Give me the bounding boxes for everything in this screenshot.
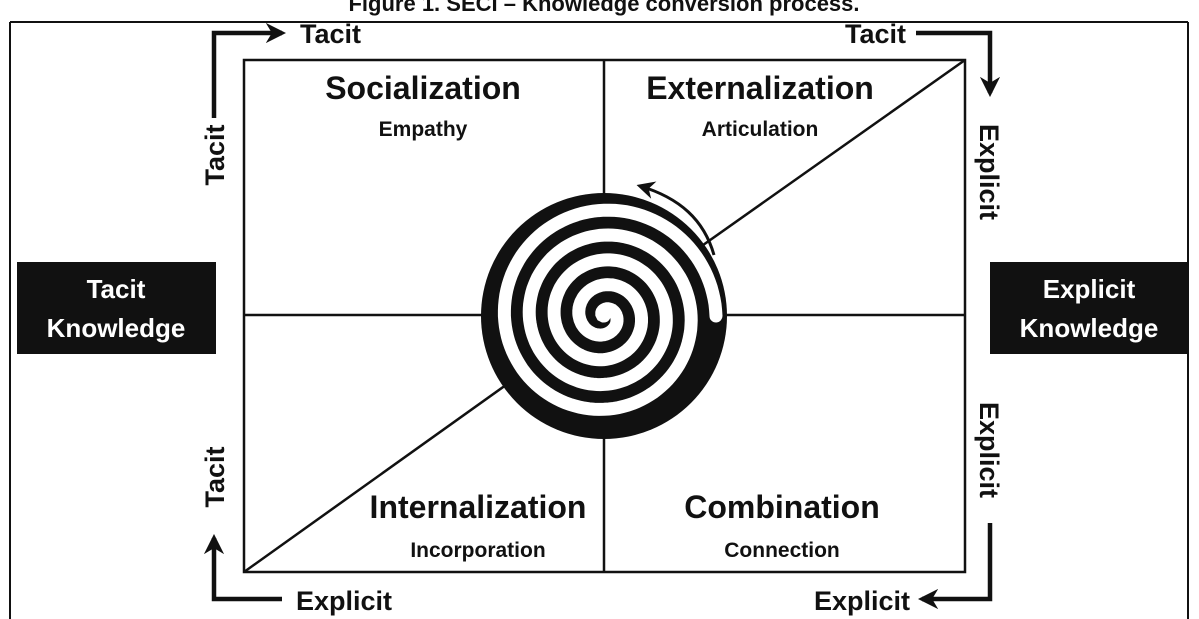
externalization-subtitle: Articulation [702, 118, 819, 141]
internalization-subtitle: Incorporation [410, 539, 545, 562]
top-left-arrow [211, 22, 287, 118]
bottom-right-arrow [917, 523, 993, 610]
explicit-knowledge-label-line1: Explicit [1043, 274, 1136, 304]
socialization-subtitle: Empathy [379, 118, 468, 141]
combination-subtitle: Connection [724, 539, 840, 562]
bottom-left-label: Explicit [296, 586, 392, 616]
bottom-right-label: Explicit [814, 586, 910, 616]
tacit-knowledge-box [17, 262, 216, 354]
spiral-icon [497, 203, 723, 416]
explicit-knowledge-label-line2: Knowledge [1020, 313, 1159, 343]
bottom-left-arrow [203, 533, 282, 602]
left-top-label: Tacit [200, 124, 230, 185]
figure-title: Figure 1. SECI – Knowledge conversion pr… [348, 0, 859, 16]
top-right-arrow [916, 30, 1001, 98]
internalization-title: Internalization [370, 489, 587, 525]
socialization-title: Socialization [325, 70, 521, 106]
combination-title: Combination [684, 489, 880, 525]
spiral-arrow [636, 181, 716, 256]
right-bottom-label: Explicit [974, 402, 1004, 498]
top-right-label: Tacit [845, 19, 906, 49]
externalization-title: Externalization [646, 70, 874, 106]
top-left-label: Tacit [300, 19, 361, 49]
right-top-label: Explicit [974, 124, 1004, 220]
left-bottom-label: Tacit [200, 446, 230, 507]
explicit-knowledge-box [990, 262, 1188, 354]
tacit-knowledge-label-line2: Knowledge [47, 313, 186, 343]
tacit-knowledge-label-line1: Tacit [87, 274, 146, 304]
